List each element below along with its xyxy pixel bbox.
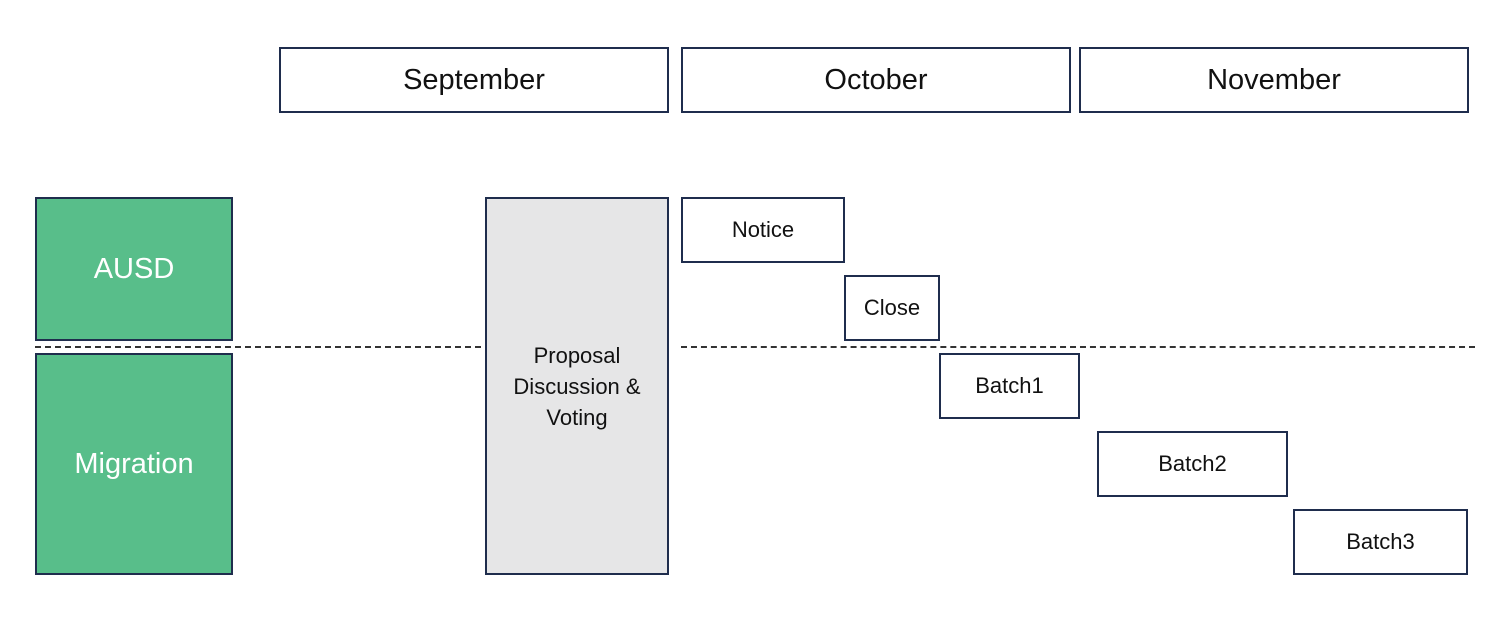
- month-label: October: [824, 63, 928, 96]
- month-october: October: [681, 47, 1071, 113]
- step-label: Close: [863, 295, 921, 320]
- proposal-line: Discussion &: [513, 373, 641, 399]
- proposal-line: Proposal: [533, 342, 621, 368]
- step-batch2: Batch2: [1097, 431, 1288, 497]
- row-label-ausd: AUSD: [35, 197, 233, 341]
- step-label: Batch1: [975, 373, 1044, 398]
- month-september: September: [279, 47, 669, 113]
- row-label-migration: Migration: [35, 353, 233, 575]
- month-label: November: [1207, 63, 1341, 96]
- step-batch1: Batch1: [939, 353, 1080, 419]
- step-label: Batch2: [1158, 451, 1227, 476]
- step-label: Notice: [731, 217, 795, 242]
- step-close: Close: [844, 275, 940, 341]
- step-notice: Notice: [681, 197, 845, 263]
- row-divider-right: [681, 346, 1475, 348]
- proposal-line: Voting: [546, 404, 608, 430]
- month-label: September: [403, 63, 545, 96]
- step-batch3: Batch3: [1293, 509, 1468, 575]
- step-label: Batch3: [1346, 529, 1415, 554]
- proposal-discussion-voting-box: Proposal Discussion & Voting: [485, 197, 669, 575]
- proposal-text: Proposal Discussion & Voting: [513, 340, 640, 433]
- row-divider-left: [35, 346, 481, 348]
- row-label-text: AUSD: [93, 252, 175, 285]
- month-november: November: [1079, 47, 1469, 113]
- row-label-text: Migration: [74, 447, 194, 480]
